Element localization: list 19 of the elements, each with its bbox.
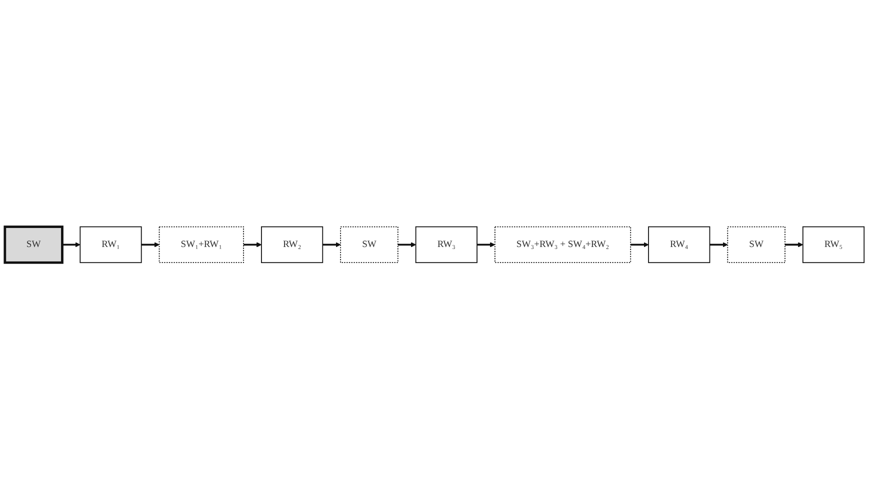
node-box: SW₃+RW₃ + SW₄+RW₂ — [494, 226, 632, 263]
node-box: SW — [727, 226, 786, 263]
node-box: RW₁ — [80, 226, 142, 263]
node-box: RW₄ — [648, 226, 710, 263]
node-box: RW₂ — [261, 226, 324, 263]
arrow — [322, 242, 341, 248]
node-box: SW — [340, 226, 398, 263]
arrow — [398, 242, 416, 248]
arrow — [630, 242, 649, 248]
arrow — [244, 242, 262, 248]
node-box: RW₃ — [415, 226, 478, 263]
arrow — [477, 242, 496, 248]
node-box: SW — [4, 225, 64, 264]
arrow — [141, 242, 160, 248]
arrow — [710, 242, 728, 248]
node-box: RW₅ — [802, 226, 865, 263]
node-box: SW₁+RW₁ — [158, 226, 244, 263]
arrow — [62, 242, 80, 248]
arrow — [784, 242, 804, 248]
